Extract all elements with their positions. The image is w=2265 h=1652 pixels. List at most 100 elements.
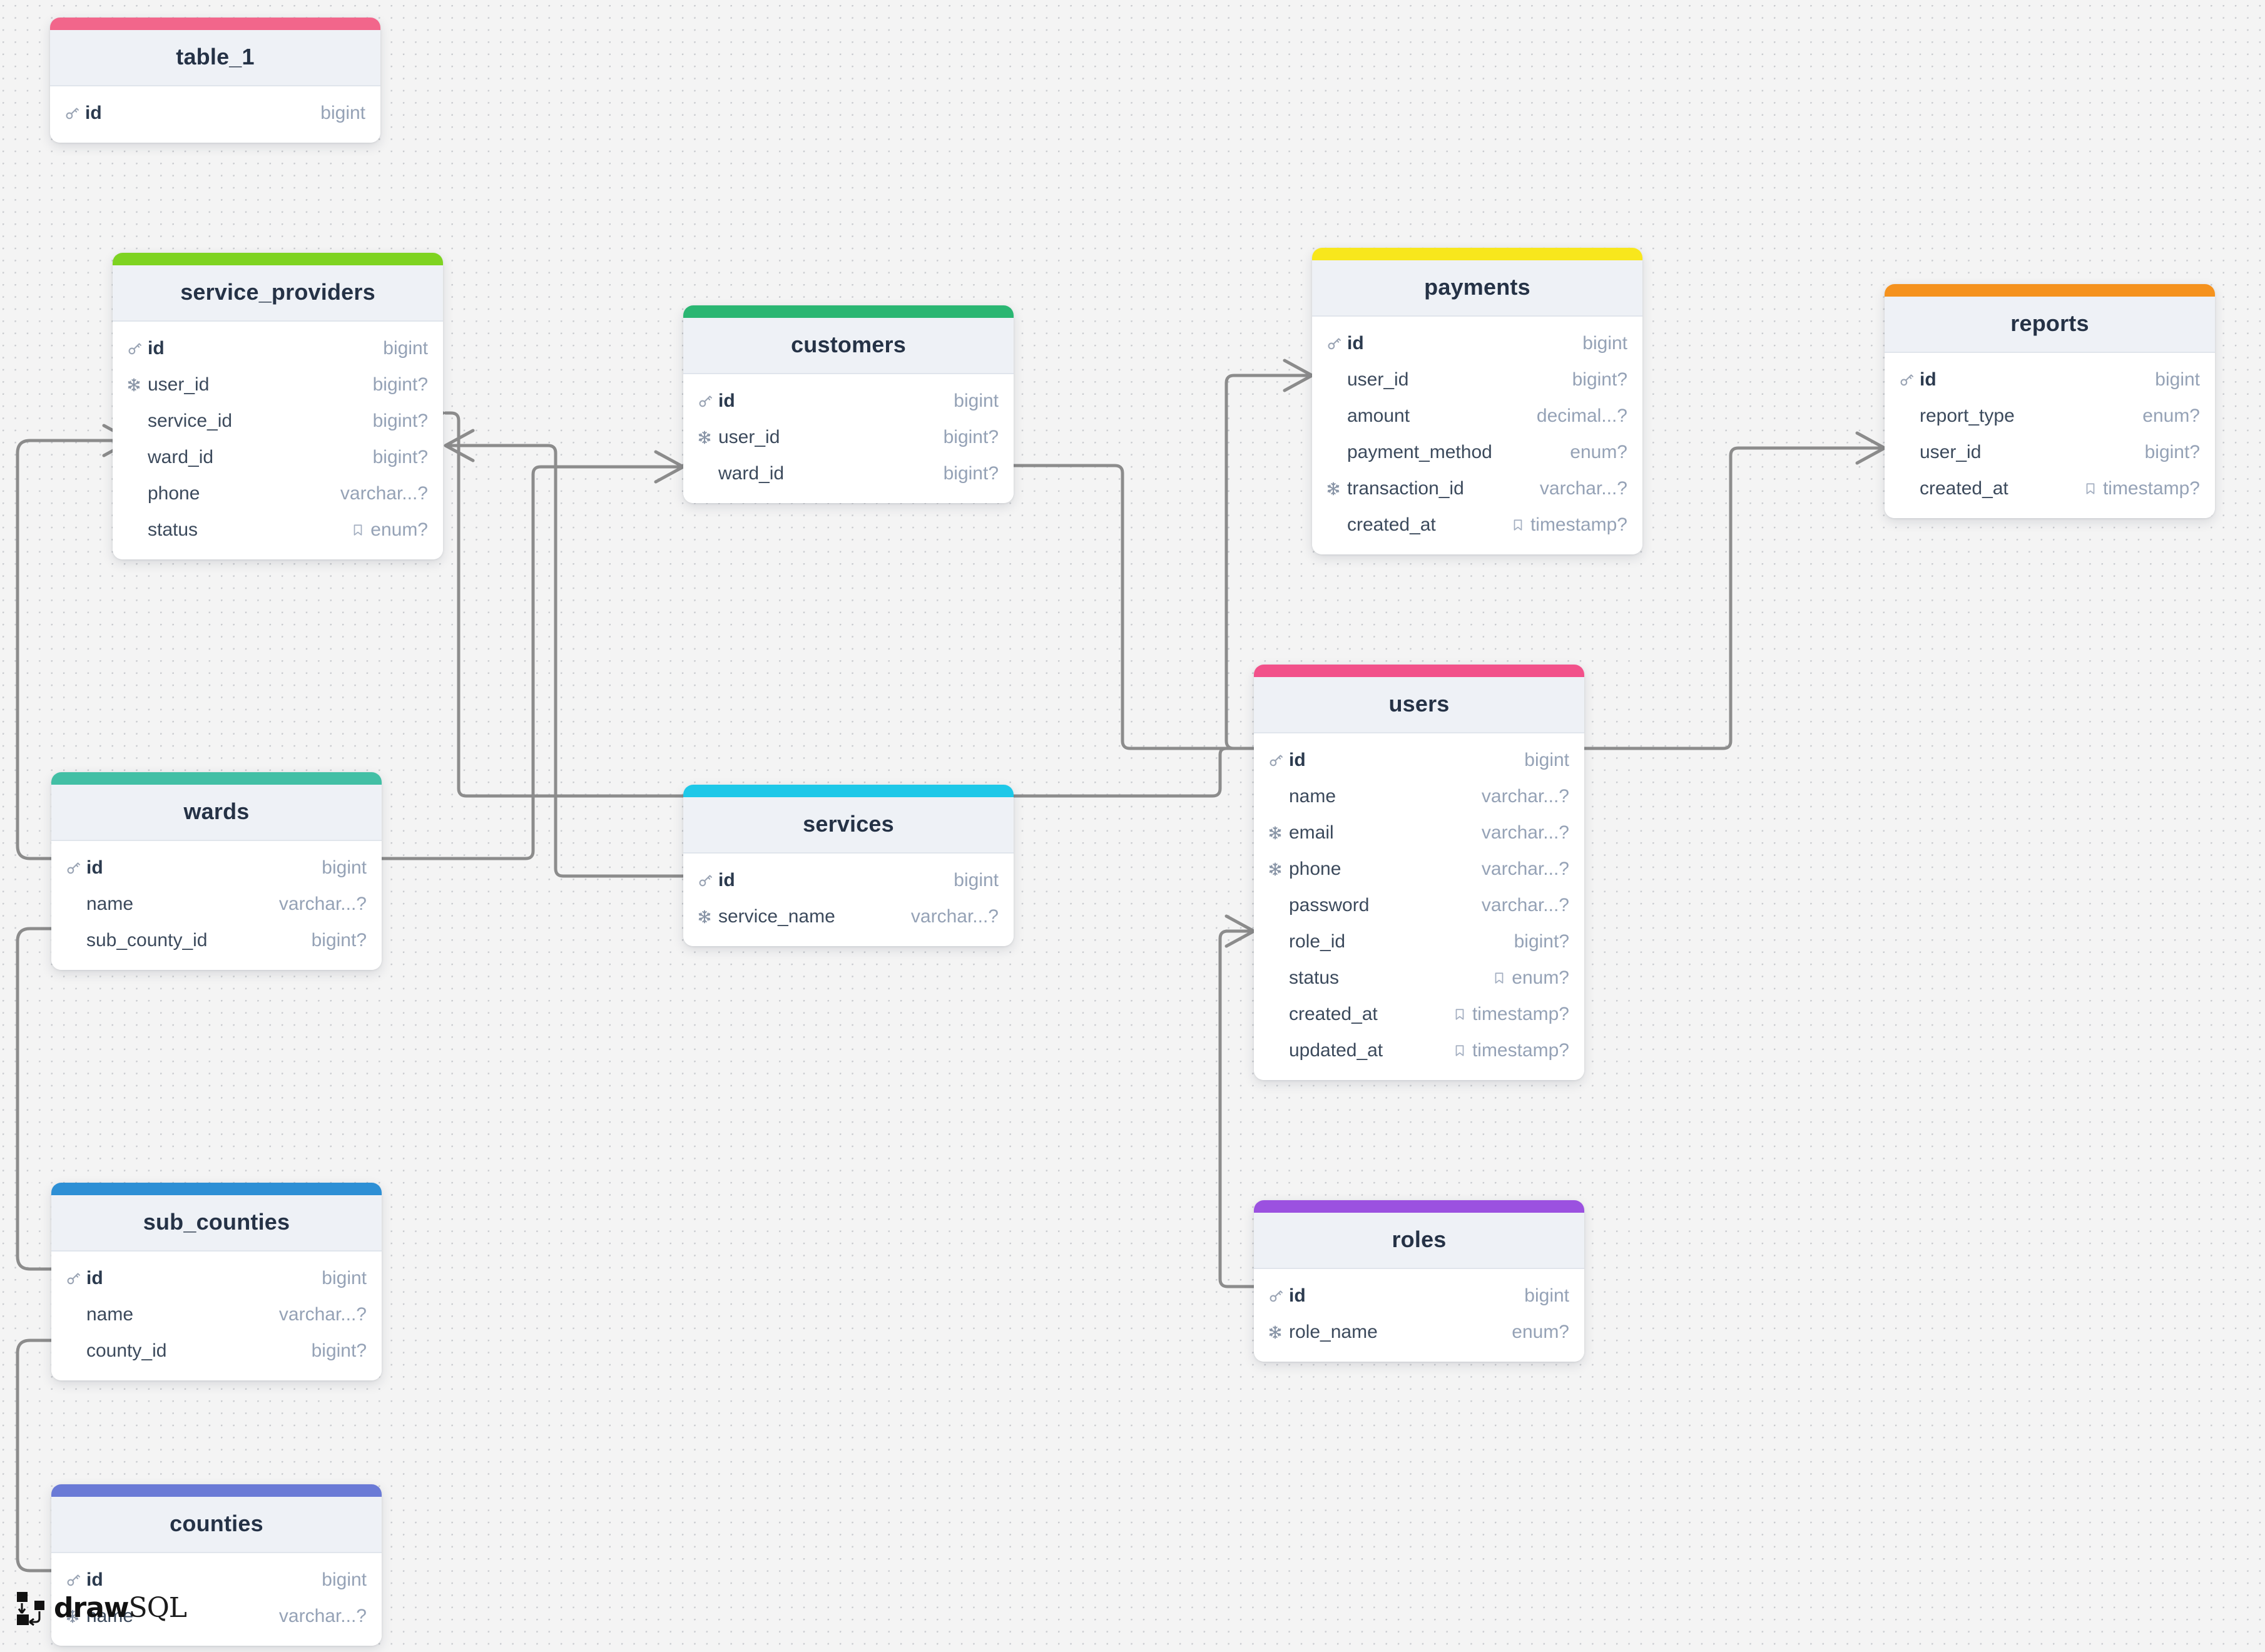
bookmark-icon xyxy=(1514,519,1522,531)
column-type-text: bigint? xyxy=(2144,442,2200,462)
key-icon xyxy=(699,875,712,887)
snowflake-icon xyxy=(66,1609,79,1623)
column-type: varchar...? xyxy=(340,483,428,504)
table-accent-bar xyxy=(1254,665,1584,677)
column-name: role_name xyxy=(1289,1322,1378,1342)
column-type: enum? xyxy=(1492,967,1569,989)
table-accent-bar xyxy=(113,253,443,265)
drawsql-mark-icon xyxy=(17,1592,44,1626)
column-type-text: bigint xyxy=(2155,369,2200,390)
column-type-text: bigint xyxy=(954,390,999,411)
column-type: bigint xyxy=(2155,369,2200,390)
column-type: bigint? xyxy=(373,410,428,432)
column-name: service_name xyxy=(718,906,835,927)
snowflake-icon xyxy=(1268,1325,1289,1340)
column-type: varchar...? xyxy=(279,894,367,915)
column-type-text: enum? xyxy=(1512,1322,1569,1342)
column-type-text: bigint? xyxy=(943,427,999,447)
column-type: decimal...? xyxy=(1537,405,1627,427)
column-type: bigint? xyxy=(373,447,428,468)
key-icon xyxy=(1268,752,1289,768)
column-type: bigint xyxy=(954,390,999,412)
key-icon xyxy=(67,862,80,874)
column-type: varchar...? xyxy=(1482,859,1569,880)
column-type: timestamp? xyxy=(1453,1004,1569,1025)
snowflake-icon xyxy=(697,909,718,924)
logo-draw-text: draw xyxy=(54,1592,130,1624)
column-type-text: varchar...? xyxy=(340,483,428,504)
bookmark-icon xyxy=(354,524,362,536)
key-icon xyxy=(65,1270,86,1287)
key-icon xyxy=(697,393,718,409)
snowflake-icon xyxy=(1268,825,1289,840)
column-type-text: enum? xyxy=(2142,405,2200,426)
column-type: bigint xyxy=(1582,333,1627,354)
column-type: varchar...? xyxy=(1482,822,1569,844)
snowflake-icon xyxy=(697,430,718,445)
column-type: bigint xyxy=(954,870,999,891)
column-row[interactable]: role_name enum? xyxy=(1254,1314,1584,1350)
column-type: varchar...? xyxy=(279,1304,367,1325)
key-icon xyxy=(126,340,148,357)
table-title: table_1 xyxy=(50,30,380,86)
key-icon xyxy=(128,343,141,355)
table-accent-bar xyxy=(1885,284,2215,297)
